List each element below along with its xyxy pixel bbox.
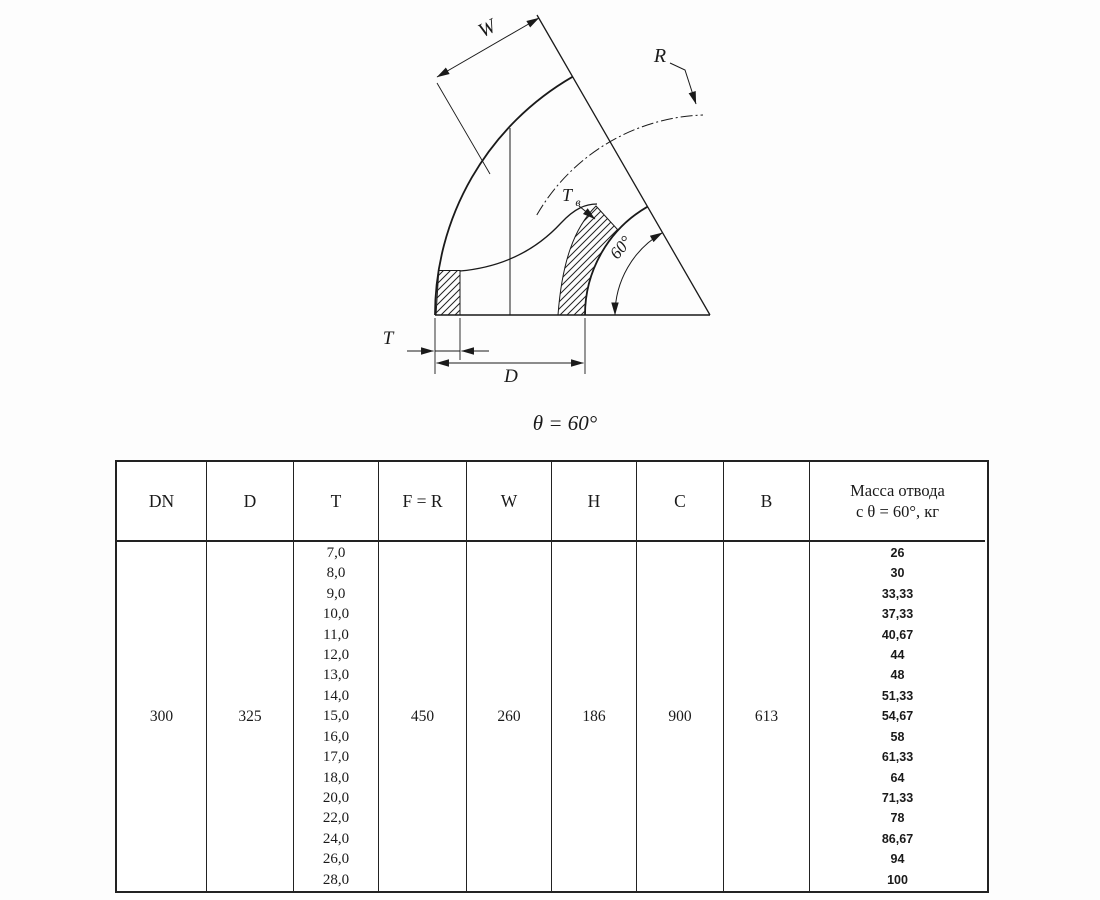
cell-line: 40,67 [881, 627, 914, 642]
cell-line: 100 [887, 872, 908, 887]
cell-line: 94 [890, 852, 905, 867]
cell-h: 186 [552, 542, 637, 891]
cell-w: 260 [467, 542, 552, 891]
cell-line: 44 [890, 648, 905, 663]
cell-line: 28,0 [322, 871, 350, 888]
cell-line: 13,0 [322, 667, 350, 684]
cell-line: 20,0 [322, 789, 350, 806]
cell-line: 37,33 [881, 607, 914, 622]
cell-f-r: 450 [379, 542, 467, 891]
cell-mass-values: 26 30 33,33 37,33 40,67 44 48 51,33 54,67 58 61,33… [810, 542, 985, 891]
header-f-r: F = R [379, 462, 467, 542]
label-tv-sub: в [575, 195, 580, 209]
cell-line: 86,67 [881, 831, 914, 846]
drawing-caption: θ = 60° [533, 411, 598, 435]
header-mass-line2: с θ = 60°, кг [855, 502, 940, 521]
r-leader-line [669, 62, 697, 105]
cell-line: 18,0 [322, 769, 350, 786]
cell-line: 26 [890, 546, 905, 561]
angle-dimension-arc [611, 232, 663, 316]
cell-line: 11,0 [323, 626, 349, 643]
header-t: T [294, 462, 379, 542]
cell-line: 30 [890, 566, 905, 581]
cell-line: 26,0 [322, 851, 350, 868]
cell-line: 78 [890, 811, 905, 826]
cell-line: 14,0 [322, 687, 350, 704]
header-d: D [207, 462, 294, 542]
header-mass-line1: Масса отвода [850, 480, 945, 500]
cell-line: 16,0 [322, 728, 350, 745]
label-d: D [503, 366, 518, 387]
header-mass: Масса отвода с θ = 60°, кг [810, 462, 985, 542]
label-tv: T [562, 185, 574, 205]
cell-line: 9,0 [326, 585, 346, 602]
tv-leader-line [578, 205, 596, 220]
cell-dn: 300 [117, 542, 207, 891]
elbow-drawing: W R T в 60° T D θ = 60° [383, 14, 711, 435]
w-dimension-line [436, 17, 540, 78]
cell-line: 12,0 [322, 647, 350, 664]
cell-line: 51,33 [881, 688, 914, 703]
label-r: R [653, 45, 666, 67]
outer-arc [434, 76, 573, 316]
cell-line: 71,33 [881, 790, 914, 805]
header-c: C [637, 462, 724, 542]
header-b: B [724, 462, 810, 542]
cell-line: 24,0 [322, 830, 350, 847]
cell-t-values: 7,0 8,0 9,0 10,0 11,0 12,0 13,0 14,0 15,0 16,0 17,… [294, 542, 379, 891]
cell-line: 17,0 [322, 749, 350, 766]
dimensions-table: DN D T F = R W H C B Масса отвода с θ = … [115, 460, 989, 893]
cell-c: 900 [637, 542, 724, 891]
cell-line: 15,0 [322, 708, 350, 725]
cell-line: 54,67 [881, 709, 914, 724]
header-dn: DN [117, 462, 207, 542]
cell-line: 33,33 [881, 586, 914, 601]
cell-d: 325 [207, 542, 294, 891]
left-wall-section [435, 270, 461, 316]
cell-line: 10,0 [322, 606, 350, 623]
upper-face-line [536, 14, 711, 316]
header-w: W [467, 462, 552, 542]
cell-line: 61,33 [881, 750, 914, 765]
cell-line: 22,0 [322, 810, 350, 827]
cell-line: 64 [890, 770, 905, 785]
cell-line: 8,0 [326, 565, 346, 582]
cell-line: 48 [890, 668, 905, 683]
cell-line: 58 [890, 729, 905, 744]
label-t: T [383, 328, 395, 349]
label-w: W [475, 14, 502, 42]
centerline-arc [536, 114, 704, 216]
cell-line: 7,0 [326, 545, 346, 562]
header-h: H [552, 462, 637, 542]
w-extension-line [436, 82, 491, 175]
bore-curve [459, 203, 598, 272]
right-wall-section [557, 205, 619, 316]
cell-b: 613 [724, 542, 810, 891]
